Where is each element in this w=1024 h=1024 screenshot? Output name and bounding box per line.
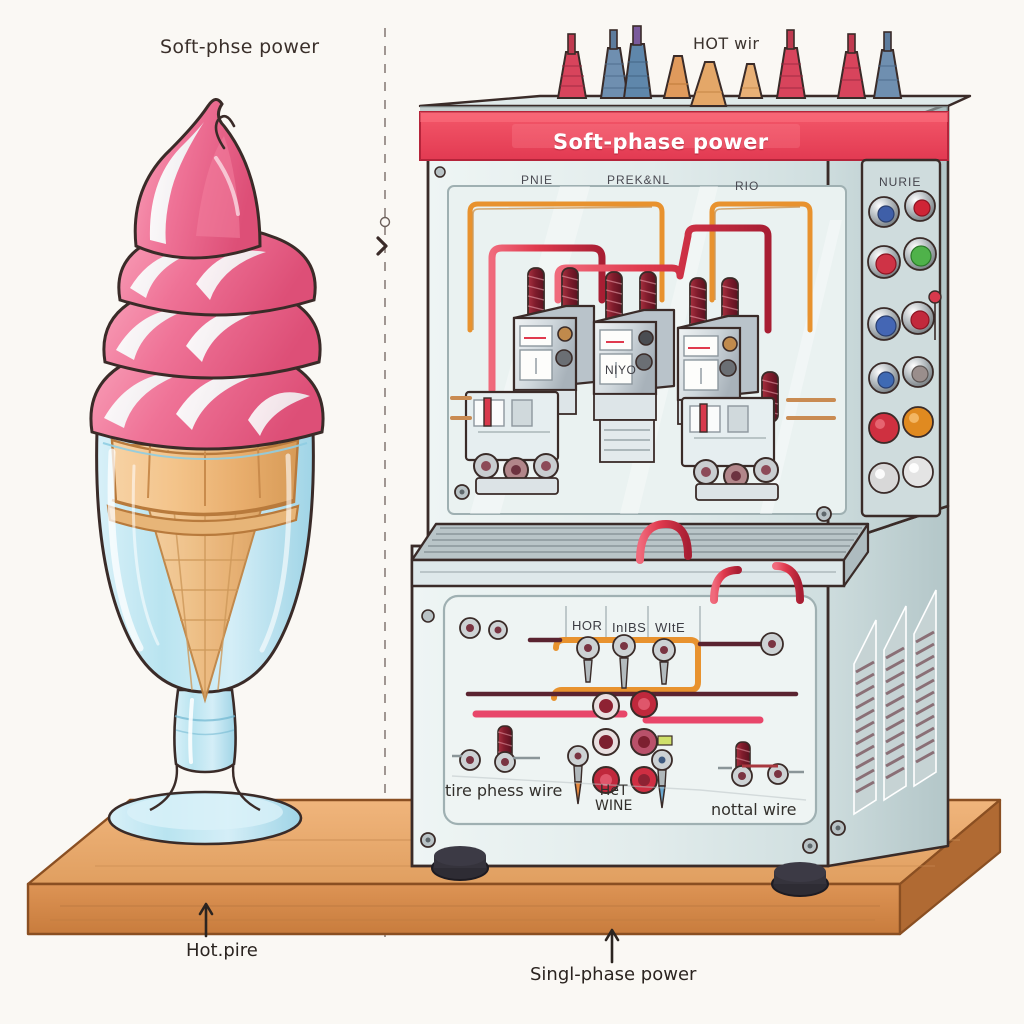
sub-module-right (680, 396, 776, 468)
probe-blue (651, 749, 673, 809)
meter-unit-2 (592, 308, 676, 463)
copper-stubs-left (450, 396, 472, 420)
orange-conduit-shadow (472, 206, 801, 330)
terminal-cone-7 (775, 29, 807, 99)
terminal-cone-1 (556, 33, 588, 99)
control-panel-buttons[interactable] (867, 190, 942, 494)
bottom-connector-screws (452, 749, 804, 787)
probe-orange (567, 745, 589, 805)
glass-stem (173, 688, 237, 774)
top-terminal-cones (556, 25, 903, 107)
dashed-divider (376, 28, 391, 940)
control-panel (860, 158, 942, 518)
machine-feet (431, 846, 829, 897)
vent-grille (853, 589, 937, 816)
glass-bowl (95, 428, 315, 704)
terminal-cone-5 (689, 61, 728, 107)
lower-terminal-screws (459, 617, 784, 689)
terminal-cone-9 (872, 31, 903, 99)
terminal-cone-8 (836, 33, 867, 99)
caption-arrows (198, 902, 620, 964)
terminal-cone-6 (737, 63, 764, 99)
terminal-cone-3 (622, 25, 653, 99)
ice-cream-machine (410, 25, 972, 897)
soft-serve-swirl (89, 98, 325, 451)
curved-tray-pipes (636, 520, 804, 604)
lower-guide-lines (451, 775, 807, 801)
sub-module-left (464, 390, 560, 462)
cone-rim (106, 438, 300, 537)
ice-cream-sundae (89, 98, 325, 846)
main-red-pipes (480, 416, 774, 824)
copper-stubs (786, 398, 836, 420)
machine-banner (419, 111, 949, 161)
body-screws-lower (420, 609, 846, 854)
terminal-cone-2 (599, 29, 630, 99)
body-screws-upper (434, 166, 832, 522)
indicator-dot-cluster (592, 690, 673, 794)
glass-foot (107, 759, 303, 846)
upper-red-pipes (488, 224, 772, 394)
terminal-cone-4 (662, 55, 692, 99)
probe-connectors (567, 745, 673, 809)
